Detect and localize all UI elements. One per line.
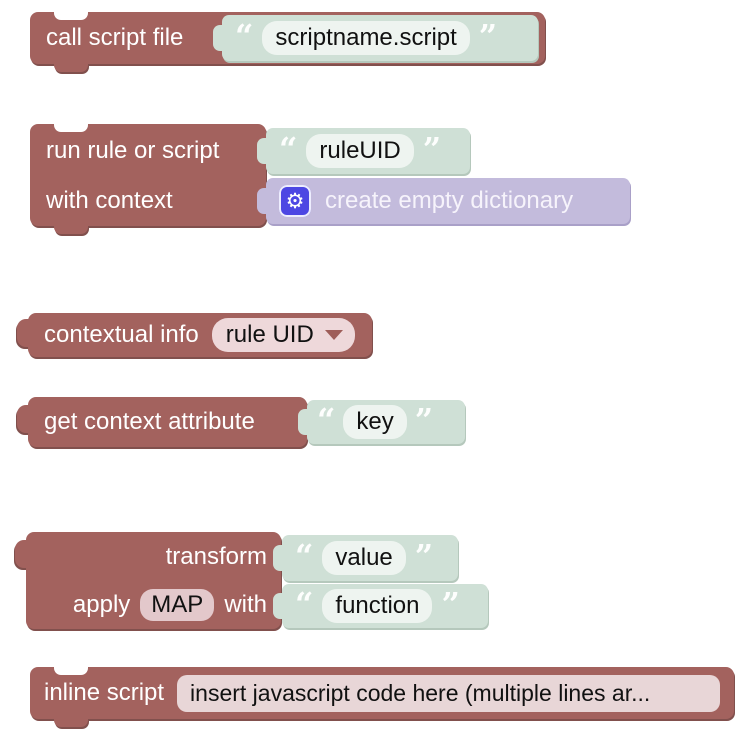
transformation-type-field[interactable]: MAP — [140, 589, 215, 621]
close-quote-icon: ” — [414, 537, 434, 575]
open-quote-icon: “ — [295, 585, 314, 623]
block-row: apply MAP with — [73, 582, 267, 628]
block-contextual-info[interactable]: contextual info rule UID — [17, 313, 372, 357]
dropdown-caret-icon — [324, 330, 343, 340]
open-quote-icon: “ — [295, 537, 314, 575]
inline-script-code-field[interactable]: insert javascript code here (multiple li… — [177, 674, 720, 712]
block-label: apply — [72, 591, 131, 618]
block-get-context-attribute[interactable]: get context attribute “ key ” — [17, 397, 465, 447]
next-connector-bump — [54, 64, 88, 72]
block-label: call script file — [46, 24, 184, 51]
output-connector-tab — [17, 405, 29, 433]
block-label: with context — [46, 187, 173, 214]
value-connector-tab — [298, 409, 308, 435]
block-label: get context attribute — [44, 408, 255, 435]
value-connector-tab — [213, 25, 223, 51]
open-quote-icon: “ — [235, 17, 254, 55]
block-label: with — [224, 591, 267, 618]
block-call-script-file[interactable]: call script file “ scriptname.script ” — [30, 12, 545, 72]
value-connector-tab — [273, 545, 283, 571]
string-value-block[interactable]: “ ruleUID ” — [257, 128, 470, 174]
next-connector-bump — [54, 226, 88, 234]
previous-connector-notch — [54, 12, 88, 20]
string-value-block[interactable]: “ value ” — [273, 535, 458, 581]
string-value-block[interactable]: “ key ” — [298, 400, 465, 444]
dictionary-block-label: create empty dictionary — [325, 187, 574, 214]
block-inline-script[interactable]: inline script insert javascript code her… — [30, 667, 734, 727]
close-quote-icon: ” — [414, 401, 434, 439]
dropdown-value: rule UID — [225, 321, 314, 348]
function-field[interactable]: function — [322, 589, 433, 623]
value-connector-tab — [257, 188, 267, 214]
block-run-rule-or-script[interactable]: run rule or script with context “ ruleUI… — [30, 124, 630, 234]
previous-connector-notch — [54, 667, 88, 675]
next-connector-bump — [54, 719, 88, 727]
block-transform[interactable]: transform apply MAP with “ value ” “ fun… — [15, 532, 488, 629]
string-value-block[interactable]: “ function ” — [273, 584, 488, 628]
string-value-block[interactable]: “ scriptname.script ” — [213, 15, 538, 61]
close-quote-icon: ” — [441, 585, 460, 623]
script-filename-field[interactable]: scriptname.script — [262, 21, 470, 55]
open-quote-icon: “ — [317, 401, 336, 439]
block-label: run rule or script — [46, 137, 220, 164]
open-quote-icon: “ — [279, 130, 298, 168]
output-connector-tab — [17, 319, 29, 347]
gear-icon[interactable]: ⚙ — [279, 185, 311, 217]
contextual-info-dropdown[interactable]: rule UID — [211, 318, 355, 352]
value-field[interactable]: value — [322, 541, 406, 575]
output-connector-tab — [15, 540, 27, 568]
close-quote-icon: ” — [478, 17, 498, 55]
rule-uid-field[interactable]: ruleUID — [306, 134, 414, 168]
previous-connector-notch — [54, 124, 88, 132]
close-quote-icon: ” — [422, 130, 442, 168]
value-connector-tab — [273, 593, 283, 619]
dictionary-value-block[interactable]: ⚙ create empty dictionary — [257, 178, 630, 224]
block-label: contextual info — [44, 321, 199, 348]
block-label: transform — [165, 543, 267, 570]
value-connector-tab — [257, 138, 267, 164]
key-field[interactable]: key — [343, 405, 407, 439]
block-label: inline script — [44, 679, 165, 706]
